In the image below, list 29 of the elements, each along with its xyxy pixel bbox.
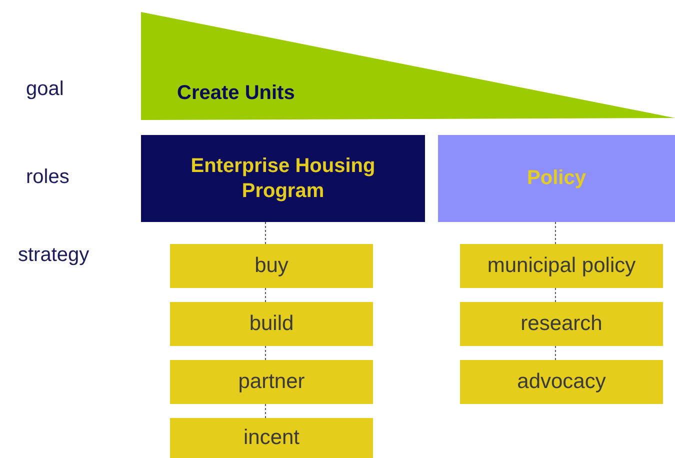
box-label: Enterprise Housing Program [190,154,376,204]
connector-line [265,222,266,244]
row-label: roles [26,166,70,189]
strategy-box [170,244,373,288]
goal-text: Create Units [177,81,295,106]
connector-line [265,404,266,418]
box-label: municipal policy [486,252,637,279]
strategy-box [460,244,663,288]
strategy-box [170,302,373,346]
box-label: incent [242,424,301,451]
box-label: buy [254,252,290,279]
box-label: research [520,310,604,337]
strategy-box [170,418,373,458]
connector-line [555,346,556,360]
strategy-box [460,302,663,346]
role-box [438,135,675,222]
box-label: Policy [526,166,587,191]
box-label: advocacy [516,368,607,395]
role-box [141,135,425,222]
connector-line [265,288,266,302]
connector-line [555,222,556,244]
connector-line [555,288,556,302]
box-label: build [248,310,295,337]
box-label: partner [237,368,306,395]
row-label: goal [26,78,64,101]
strategy-box [170,360,373,404]
row-label: strategy [18,244,90,267]
connector-line [265,346,266,360]
strategy-box [460,360,663,404]
